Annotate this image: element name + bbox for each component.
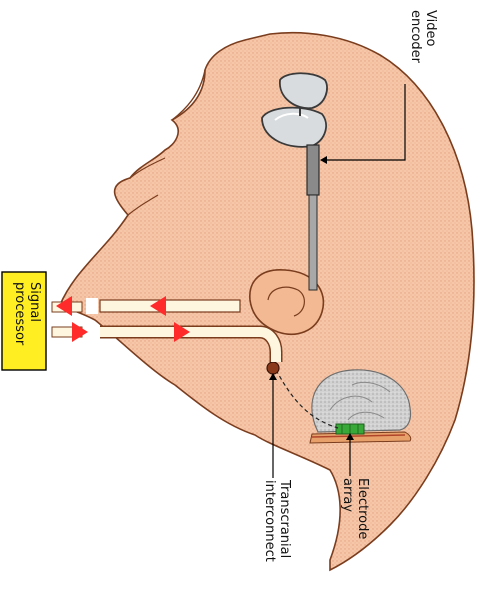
electrode-array-line2: array bbox=[340, 478, 355, 539]
label-signal-processor: Signal processor bbox=[2, 272, 46, 370]
signal-processor-line2: processor bbox=[12, 282, 27, 345]
signal-processor-line1: Signal bbox=[27, 282, 42, 345]
video-encoder-line1: Video bbox=[423, 10, 438, 63]
label-video-encoder: Video encoder bbox=[398, 10, 438, 90]
electrode-array-line1: Electrode bbox=[355, 478, 370, 539]
arrow-in-1 bbox=[72, 322, 88, 342]
transcranial-line1: Transcranial bbox=[277, 480, 292, 562]
glasses-arm bbox=[309, 195, 317, 290]
video-encoder-unit bbox=[307, 145, 319, 195]
label-transcranial-interconnect: Transcranial interconnect bbox=[254, 480, 294, 598]
transcranial-line2: interconnect bbox=[262, 480, 277, 562]
transcranial-interconnect-node bbox=[267, 362, 279, 374]
video-encoder-line2: encoder bbox=[408, 10, 423, 63]
output-cable bbox=[100, 300, 240, 312]
label-electrode-array: Electrode array bbox=[332, 478, 372, 578]
